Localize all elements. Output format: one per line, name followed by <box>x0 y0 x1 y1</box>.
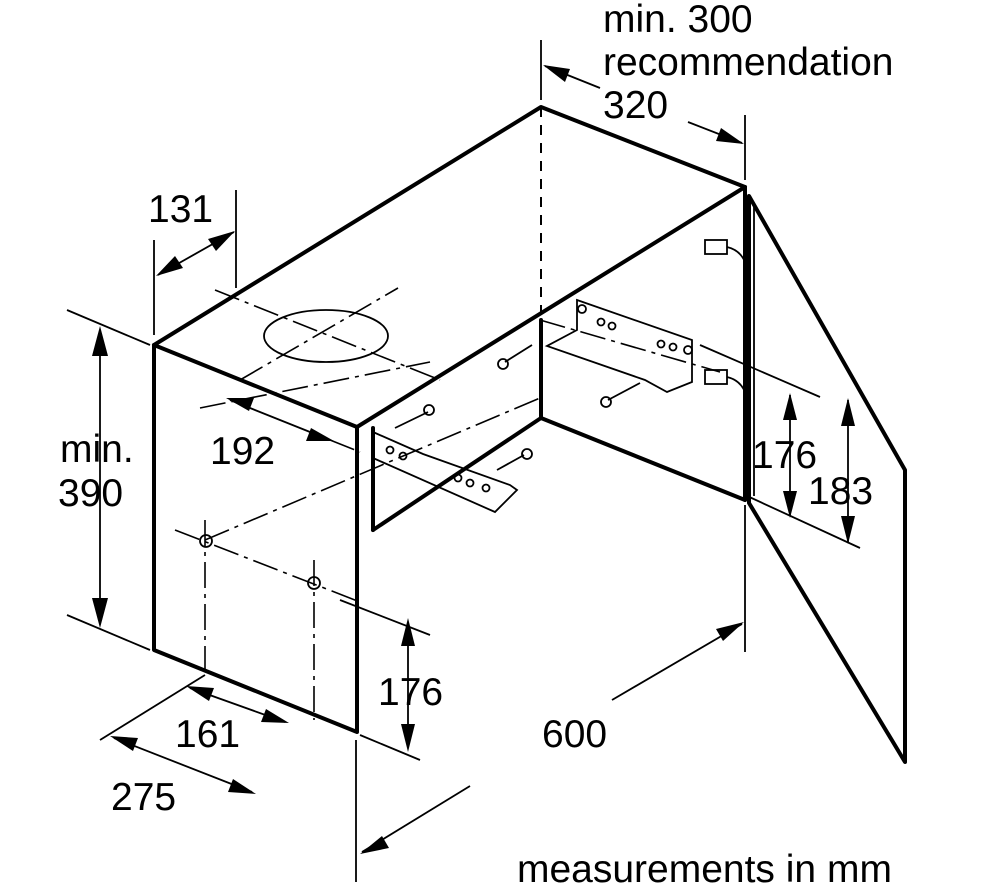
dim-192 <box>226 398 361 453</box>
label-183: 183 <box>808 470 873 513</box>
mounting-bracket-left <box>372 404 533 514</box>
screw-left-2-head <box>521 448 533 460</box>
dim-192-arrow-right <box>306 428 334 441</box>
door-panel <box>747 194 907 764</box>
dim-176-door-arrow-top <box>783 393 797 420</box>
dim-192-ext <box>329 439 361 453</box>
dim-275-arrow-left <box>110 736 138 751</box>
dim-door-ext-top-1 <box>699 344 821 398</box>
bracket-left-slot-2 <box>398 451 408 461</box>
screw-left-2 <box>496 454 525 471</box>
duct-hole <box>263 309 389 363</box>
dim-top-depth <box>540 40 746 180</box>
dim-176-side <box>339 599 431 761</box>
label-600: 600 <box>542 713 607 756</box>
screw-left-1-head <box>423 404 435 416</box>
hinge-bottom <box>704 369 728 385</box>
label-176-side: 176 <box>378 671 443 714</box>
dim-161-arrow-left <box>186 686 214 701</box>
dim-161 <box>186 686 289 723</box>
dim-183-arrow-top <box>841 398 855 426</box>
dim-183-arrow-bottom <box>841 516 855 544</box>
screw-right-1 <box>504 344 533 363</box>
centerline-back <box>539 319 721 373</box>
screw-left-1 <box>394 411 429 429</box>
dim-176-side-ext-bottom <box>359 734 421 761</box>
dimension-labels: min. 300 recommendation 320 131 min. 390… <box>58 0 893 891</box>
cabinet-door <box>704 194 907 764</box>
hinge-bottom-arm <box>726 376 746 393</box>
dim-275-line <box>113 737 253 793</box>
side-hole-1 <box>199 534 213 548</box>
label-recommendation: recommendation <box>603 41 893 84</box>
units-note: measurements in mm <box>517 848 892 887</box>
cabinet-back-inner <box>539 318 747 502</box>
bracket-right-slot-3 <box>607 321 617 331</box>
dim-top-arrow-right <box>716 128 744 144</box>
centerline-top-3 <box>199 361 431 409</box>
dim-176-side-ext-top <box>339 599 431 636</box>
screw-right-1-head <box>497 358 509 370</box>
cabinet-left-side-panel <box>152 343 359 734</box>
bracket-right-slot-6 <box>683 345 693 355</box>
label-161: 161 <box>175 713 240 756</box>
dim-131-arrow-left <box>156 256 183 276</box>
dim-door-ext-bottom <box>744 494 861 549</box>
centerline-top-2 <box>239 287 399 381</box>
bracket-left-slot-3 <box>453 473 463 483</box>
cabinet-body <box>152 105 747 734</box>
bracket-right-slot-4 <box>656 339 666 349</box>
centerline-diag <box>204 397 541 541</box>
dim-door-heights <box>699 344 861 549</box>
dim-176-side-arrow-bottom <box>401 724 415 752</box>
label-rec-320: 320 <box>603 84 668 127</box>
dim-600-arrow-left <box>360 836 389 854</box>
bracket-left-plate <box>372 430 519 514</box>
dim-600-line-right <box>611 623 743 701</box>
label-192: 192 <box>210 430 275 473</box>
bracket-right-slot-1 <box>577 304 587 314</box>
dim-390-ext-bottom <box>66 614 151 651</box>
dim-390 <box>66 309 151 651</box>
screw-right-2 <box>607 382 641 401</box>
dim-390-arrow-bottom <box>92 598 108 628</box>
label-390: 390 <box>58 472 123 515</box>
dim-600-arrow-right <box>716 622 744 641</box>
label-176-door: 176 <box>752 434 817 477</box>
hinge-top <box>704 239 728 255</box>
dim-176-side-arrow-top <box>401 618 415 646</box>
mounting-bracket-right <box>497 298 693 408</box>
centerline-side-h <box>174 529 361 603</box>
dim-600 <box>360 505 746 854</box>
construction-lines <box>174 287 721 720</box>
label-min: min. <box>60 428 134 471</box>
dim-top-arrow-left <box>543 65 570 82</box>
label-min-300: min. 300 <box>603 0 753 41</box>
dim-131-arrow-right <box>208 231 235 251</box>
dim-161-arrow-right <box>261 709 289 723</box>
bracket-left-slot-1 <box>385 445 395 455</box>
dim-275-ext-left <box>99 674 206 741</box>
dim-131 <box>153 190 237 335</box>
dim-176-door-arrow-bottom <box>783 491 797 518</box>
dim-390-arrow-top <box>92 326 108 356</box>
bracket-right-slot-5 <box>668 342 678 352</box>
dim-275-arrow-right <box>228 779 256 794</box>
dim-192-arrow-left <box>226 398 254 411</box>
bracket-right-slot-2 <box>596 317 606 327</box>
label-275: 275 <box>111 776 176 819</box>
cabinet-top-panel <box>152 105 747 429</box>
bracket-left-slot-5 <box>481 483 491 493</box>
bracket-left-slot-4 <box>465 478 475 488</box>
side-hole-2 <box>307 576 321 590</box>
screw-right-2-head <box>600 396 612 408</box>
label-131: 131 <box>148 188 213 231</box>
centerline-top-1 <box>214 289 441 381</box>
dim-275 <box>99 674 357 882</box>
hinge-top-arm <box>726 246 746 263</box>
bracket-right-plate <box>544 298 693 393</box>
dim-390-ext-top <box>66 309 151 346</box>
